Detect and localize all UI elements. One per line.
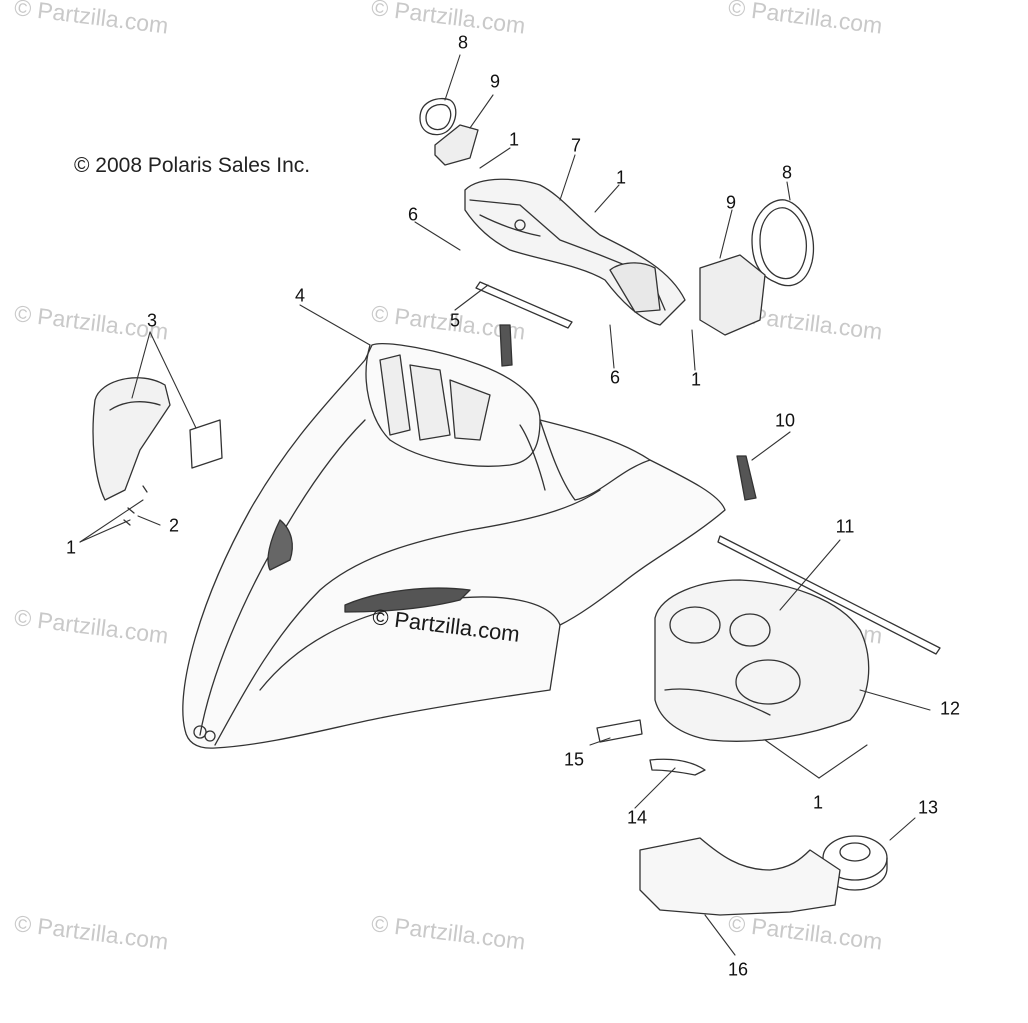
callout-label: 13 (917, 797, 939, 818)
side-panel-part (92, 377, 223, 526)
pad-part (639, 837, 841, 916)
callout-label: 8 (781, 162, 793, 183)
upper-housing-part (464, 178, 686, 326)
callout-label: 16 (727, 959, 749, 980)
bezel-part-right (699, 199, 814, 336)
callout-label: 3 (146, 310, 158, 331)
vent-part-upper (499, 324, 513, 367)
callout-label: 2 (168, 515, 180, 536)
callout-label: 7 (570, 135, 582, 156)
strip-part (475, 281, 573, 329)
callout-label: 1 (812, 792, 824, 813)
callout-label: 4 (294, 285, 306, 306)
callout-label: 5 (449, 310, 461, 331)
callout-label: 11 (835, 516, 855, 537)
callout-label: 6 (407, 204, 419, 225)
copyright-notice: © 2008 Polaris Sales Inc. (74, 154, 311, 177)
callout-label: 1 (615, 167, 627, 188)
vent-part-10 (736, 455, 757, 501)
leader-lines (79, 54, 931, 956)
callout-label: 14 (626, 807, 648, 828)
callout-label: 6 (609, 367, 621, 388)
callout-label: 1 (690, 369, 702, 390)
callout-label: 1 (508, 129, 520, 150)
callout-label: 9 (725, 192, 737, 213)
decal-part-15 (596, 719, 643, 743)
lower-housing-part (654, 579, 870, 742)
callout-label: 12 (939, 698, 961, 719)
bezel-part-upper (419, 97, 479, 166)
rod-part (717, 535, 941, 655)
callout-label: 15 (563, 749, 585, 770)
decal-part-14 (649, 758, 706, 776)
callout-label: 9 (489, 71, 501, 92)
callout-label: 8 (457, 32, 469, 53)
hood-part (182, 343, 726, 749)
callout-label: 1 (65, 537, 77, 558)
callout-label: 10 (774, 410, 796, 431)
